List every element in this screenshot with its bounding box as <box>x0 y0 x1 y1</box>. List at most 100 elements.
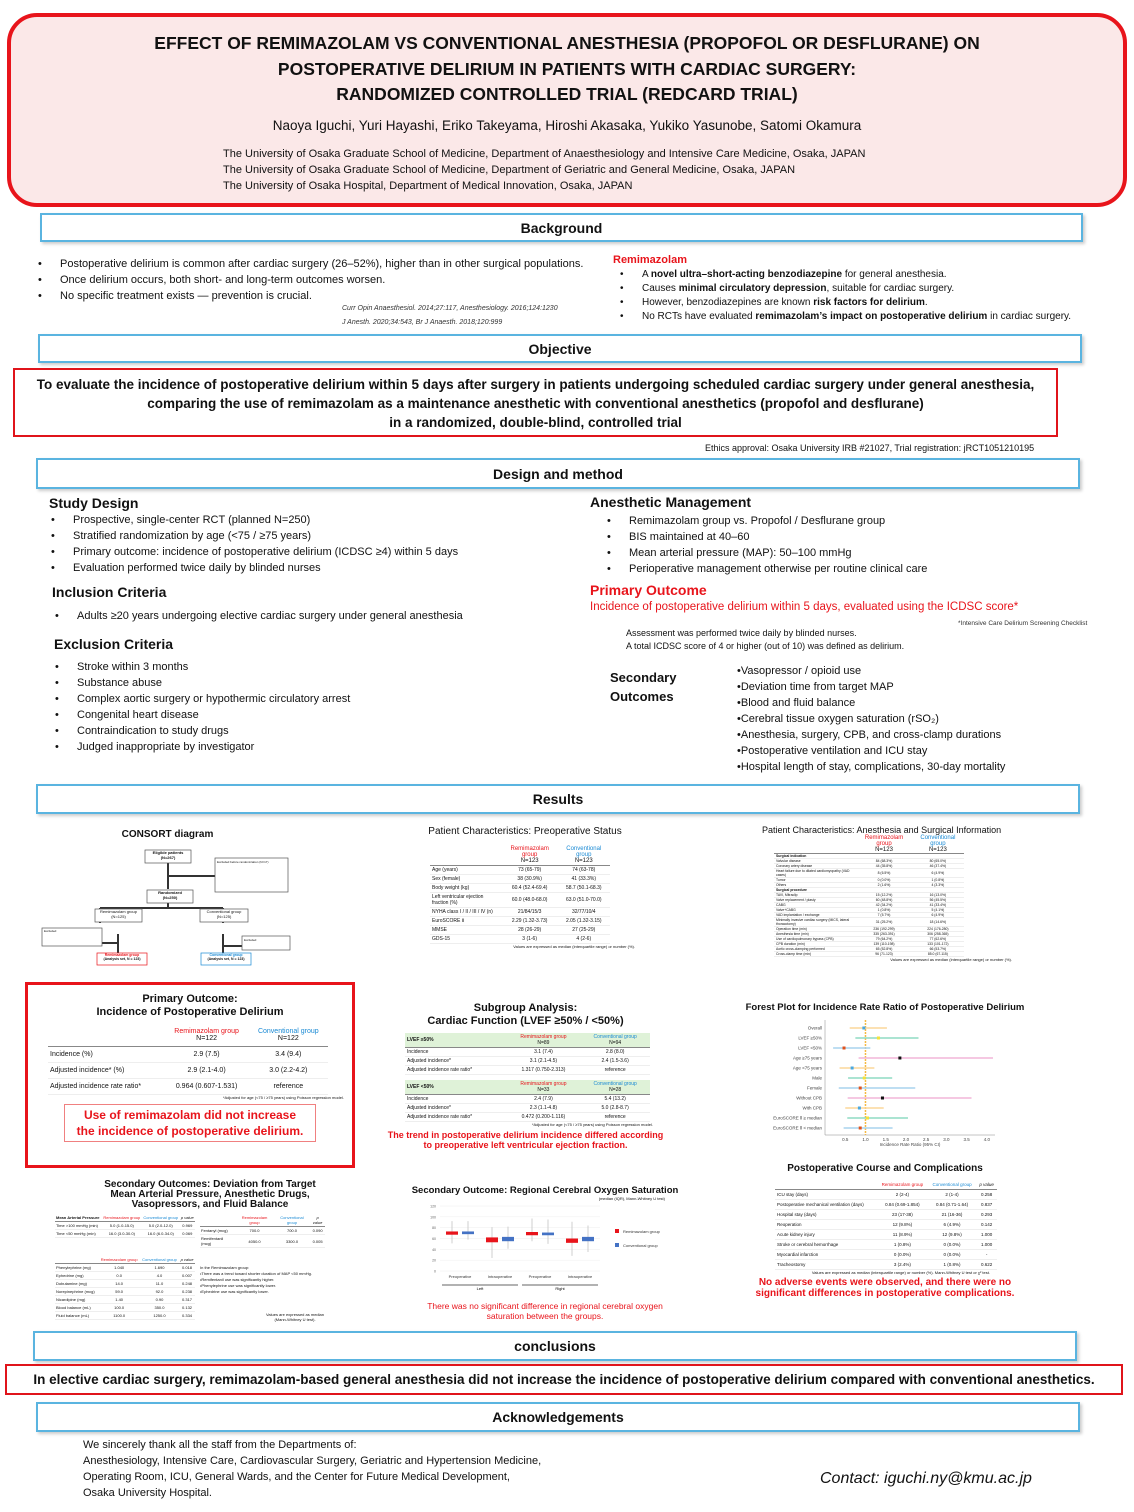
table-cell: 0.258 <box>980 1192 993 1197</box>
table-cell: 1 (0.8%) <box>893 1242 911 1247</box>
table-cell: Minimally invasive cardiac surgery (MICS… <box>776 918 850 926</box>
list-item: Once delirium occurs, both short- and lo… <box>38 272 608 288</box>
table-cell: 4050.0 <box>248 1238 261 1244</box>
consort-diagram: CONSORT diagram Eligible patients(N=267)… <box>40 828 295 968</box>
table-row: Minimally invasive cardiac surgery (MICS… <box>774 918 964 927</box>
x-tick-label: 3.0 <box>943 1137 950 1142</box>
study-design-list: Prospective, single-center RCT (planned … <box>51 512 571 576</box>
secondary-outcome-item: •Deviation time from target MAP <box>737 681 894 693</box>
table-cell: Adjusted incidence rate ratio* <box>407 1114 473 1120</box>
point-estimate <box>858 1126 862 1130</box>
legend-swatch <box>615 1243 619 1247</box>
table-cell: 31 (25.2%) <box>875 920 893 924</box>
anesthetic-management-list: Remimazolam group vs. Propofol / Desflur… <box>607 513 1087 577</box>
table-cell: 1.000 <box>980 1242 993 1247</box>
anesthesia-surgical-info: Patient Characteristics: Anesthesia and … <box>762 825 1012 962</box>
table-cell: 0.837 <box>980 1202 993 1207</box>
list-item: However, benzodiazepines are known risk … <box>620 296 1120 310</box>
contact-email[interactable]: Contact: iguchi.ny@kmu.ac.jp <box>820 1470 1032 1487</box>
table-row: Sex (female)38 (30.9%)41 (33.3%) <box>430 875 610 884</box>
point-estimate <box>876 1036 880 1040</box>
table-cell: 60 (48.8%) <box>875 898 893 902</box>
table-cell: 3 (1-6) <box>522 936 538 942</box>
authors: Naoya Iguchi, Yuri Hayashi, Eriko Takeya… <box>272 117 862 133</box>
table-cell: 1.40 <box>115 1297 124 1302</box>
preop-title: Patient Characteristics: Preoperative St… <box>428 826 622 837</box>
table-cell: 0.142 <box>980 1222 993 1227</box>
table-cell: 60.4 (52.4-69.4) <box>511 885 548 891</box>
box <box>542 1232 554 1236</box>
point-estimate <box>862 1076 866 1080</box>
table-cell: 63.0 (51.0-70.0) <box>565 897 602 903</box>
legend-label: Remimazolam group <box>623 1229 661 1234</box>
table-cell: 700.0 <box>286 1228 297 1233</box>
table-cell: 2.4 (1.5-3.6) <box>601 1058 629 1064</box>
table-cell: 0.0 <box>116 1273 122 1278</box>
point-estimate <box>862 1026 866 1030</box>
table-cell: 236 (192-299) <box>873 927 895 931</box>
table-cell: 0.005 <box>312 1238 323 1244</box>
postop-panel: Postoperative Course and Complications R… <box>745 1163 1025 1299</box>
table-row: Operation time (min)236 (192-299)224 (17… <box>774 927 964 932</box>
list-item: Remimazolam group vs. Propofol / Desflur… <box>607 513 1087 529</box>
primary-outcome-panel: Primary Outcome:Incidence of Postoperati… <box>25 982 355 1168</box>
table-cell: ICU stay (days) <box>777 1192 809 1197</box>
table-cell: VAD implantation / exchange <box>776 913 820 917</box>
table-row: Anesthesia time (min)335 (263-391)306 (2… <box>774 932 964 937</box>
table-cell: 0.090 <box>312 1228 323 1233</box>
conclusion-box: In elective cardiac surgery, remimazolam… <box>5 1364 1123 1395</box>
table-row: Adjusted incidence* (%)2.9 (2.1-4.0)3.0 … <box>48 1063 328 1079</box>
table-cell: Valvular disease <box>776 859 801 863</box>
table-cell: 0.069 <box>182 1231 193 1236</box>
table-row: Surgical procedure <box>774 888 964 893</box>
table-cell: 0 (0.0%) <box>943 1242 961 1247</box>
conclusions-heading: conclusions <box>33 1331 1077 1361</box>
subgroup-conclusion: The trend in postoperative delirium inci… <box>387 1130 664 1150</box>
table-cell: 85.0 (67-115) <box>927 952 948 956</box>
table-cell: 16.0 (3.0-30.0) <box>108 1231 135 1236</box>
table-cell: NYHA class I / II / III / IV (n) <box>432 909 493 915</box>
table-row: Left ventricular ejection fraction (%)60… <box>430 893 610 908</box>
y-tick-label: 60 <box>432 1237 436 1241</box>
table-cell: 2 (1-4) <box>945 1192 959 1197</box>
table-cell: 4.0 <box>156 1273 163 1278</box>
secondary-findings: In the Remimazolam group:•There was a tr… <box>200 1265 312 1295</box>
table-cell: 2.3 (1.1-4.8) <box>529 1105 558 1111</box>
table-cell: 16.0 (6.0-34.0) <box>147 1231 174 1236</box>
table-cell: 0 (0.0%) <box>943 1252 961 1257</box>
table-cell: 0 (0.0%) <box>893 1252 911 1257</box>
list-item: Complex aortic surgery or hypothermic ci… <box>55 691 575 707</box>
remimazolam-excluded-box: Excluded <box>44 929 57 933</box>
box <box>502 1236 514 1242</box>
table-cell: Postoperative mechanical ventilation (da… <box>777 1202 864 1207</box>
table-cell: 0.622 <box>980 1262 993 1267</box>
excluded-before-box: Excluded before randomization (N=17) <box>217 860 269 864</box>
table-cell: 0.969 <box>182 1223 193 1228</box>
table-cell: 2 (2-4) <box>895 1192 910 1197</box>
secondary-outcome-item: •Vasopressor / opioid use <box>737 665 862 677</box>
table-cell: Incidence (%) <box>50 1051 93 1058</box>
table-cell: Cross-clamp time (min) <box>776 952 812 956</box>
x-tick-label: 1.0 <box>862 1137 869 1142</box>
category-label: Intraoperative <box>488 1274 513 1279</box>
point-estimate <box>857 1106 861 1110</box>
table-cell: Incidence <box>407 1049 429 1055</box>
forest-title: Forest Plot for Incidence Rate Ratio of … <box>745 1002 1025 1013</box>
secondary-outcomes-panel: Secondary Outcomes: Deviation from Targe… <box>55 1179 325 1322</box>
finding-item: •Ephedrine use was significantly lower. <box>200 1289 269 1294</box>
box <box>486 1237 498 1243</box>
x-tick-label: 4.0 <box>984 1137 991 1142</box>
table-cell: 11 (8.9%) <box>892 1232 912 1237</box>
